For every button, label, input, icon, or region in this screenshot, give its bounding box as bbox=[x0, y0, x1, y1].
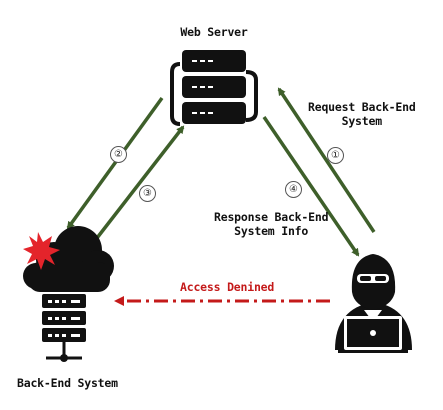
arrow-request bbox=[277, 87, 376, 233]
breach-burst-icon bbox=[23, 232, 60, 270]
flow-arrows bbox=[66, 87, 376, 257]
backend-system-icon bbox=[23, 226, 114, 362]
step-1-marker: ① bbox=[327, 147, 344, 164]
response-label: Response Back-End System Info bbox=[214, 210, 329, 238]
step-4-marker: ④ bbox=[285, 181, 302, 198]
arrow-backend-to-server bbox=[88, 125, 185, 249]
request-label: Request Back-End System bbox=[308, 100, 416, 128]
backend-system-label: Back-End System bbox=[17, 376, 118, 390]
step-3-marker: ③ bbox=[139, 185, 156, 202]
access-denied-label: Access Denined bbox=[180, 280, 275, 294]
arrow-server-to-backend bbox=[66, 96, 164, 230]
web-server-label: Web Server bbox=[180, 25, 248, 39]
arrow-response bbox=[262, 116, 360, 257]
step-2-marker: ② bbox=[110, 146, 127, 163]
web-server-icon bbox=[170, 50, 258, 126]
hacker-icon bbox=[335, 254, 412, 353]
